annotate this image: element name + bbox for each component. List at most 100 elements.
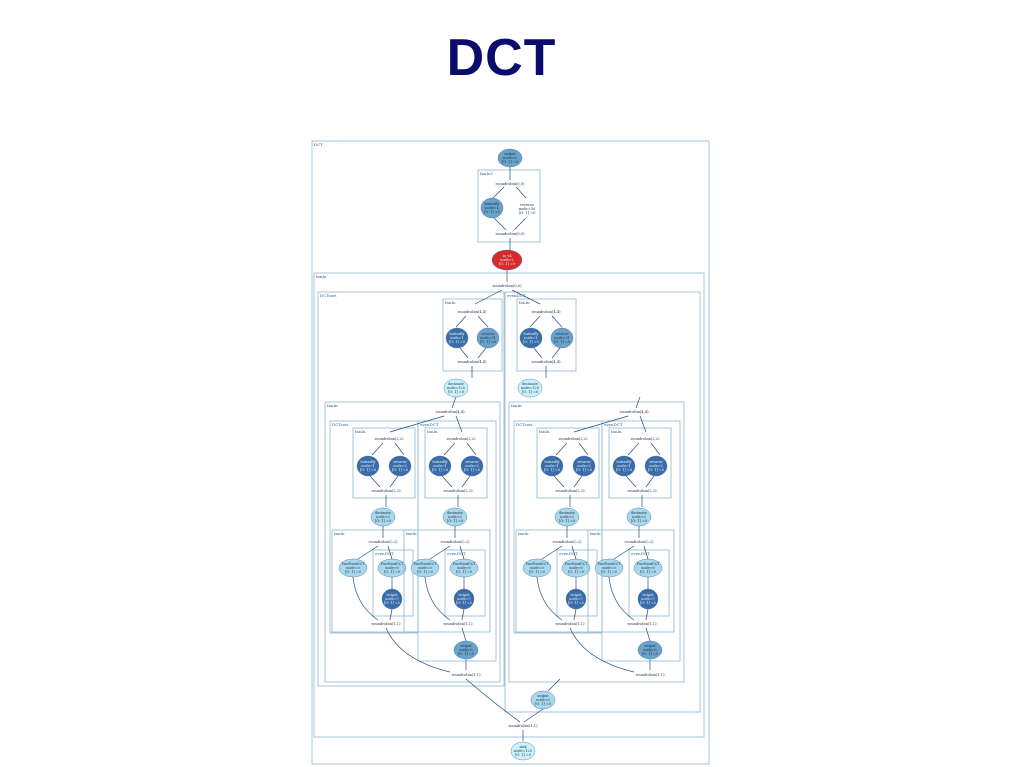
node-rev-l: [476, 327, 500, 349]
edge-q8-r2: [643, 545, 649, 560]
edge-split-r: [511, 289, 541, 305]
node-sink-text-1: node=120: [514, 749, 532, 753]
edge-q8-l1: [387, 545, 393, 560]
edge-h2-r: [551, 315, 563, 328]
frame-qe-l1: [372, 549, 414, 617]
frame-dctsort-left-label: DCTsort: [320, 293, 337, 298]
label-rr11-l1: roundrobin(1,1): [372, 622, 402, 626]
node-leaf-a-l2-text-0: TwoPointDCT: [413, 562, 437, 566]
label-rr22-a-l2: roundrobin(2,2): [447, 437, 477, 441]
node-qout-l2-text-1: node=7: [457, 597, 470, 601]
node-leaf-b-l1-text-1: node=0: [385, 566, 398, 570]
node-mid-l-text-2: [O: 1] =0: [458, 652, 474, 656]
edge-q7-r1: [541, 545, 563, 560]
edge-q7-l1: [357, 545, 379, 560]
edge-q2-r2: [650, 442, 661, 456]
node-qbf-r1-text-2: [O: 1] =0: [544, 468, 560, 472]
node-leaf-b-l1-text-0: TwoPointDCT: [380, 562, 404, 566]
frame-qq-l2: [403, 529, 491, 633]
node-qbf-l1-text-2: [O: 1] =0: [360, 468, 376, 472]
frame-qe-r1: [556, 549, 598, 617]
node-qdec-r1-text-2: [O: 1] =0: [559, 519, 575, 523]
edge-h3-l: [459, 347, 469, 359]
label-rr44-a-l: roundrobin(4,4): [458, 310, 488, 314]
node-qrev-r2-text-0: reverse: [650, 460, 663, 464]
frame-fanin-r: [516, 298, 577, 372]
node-rev-l-text-1: node=31: [480, 336, 496, 340]
label-rr44-b-l: roundrobin(4,4): [458, 360, 488, 364]
node-qbf-l2-text-0: butterfly: [433, 460, 448, 464]
node-qbf-l2: [428, 455, 452, 477]
node-output-bottom-text-0: output: [537, 694, 549, 698]
node-qout-r2-text-0: output: [642, 593, 654, 597]
label-rr22-c-r1: roundrobin(2,2): [553, 540, 583, 544]
node-leaf-a-l1-text-0: TwoPointDCT: [341, 562, 365, 566]
node-rev-l-text-0: reverse: [482, 332, 495, 336]
label-rr00-c: roundrobin(0,0): [493, 284, 523, 288]
node-dec-r-text-0: decimate: [522, 382, 538, 386]
label-rr22-b-l1: roundrobin(2,2): [372, 489, 402, 493]
edge-s3-r: [645, 627, 651, 642]
frame-qq-r1: [515, 529, 603, 633]
frame-even-r-label: evenDCT: [604, 422, 623, 427]
edge-q7-l2: [429, 545, 451, 560]
frame-q-r1: [536, 427, 600, 499]
node-qout-r1-text-1: node=7: [569, 597, 582, 601]
label-reverse-1: node=30: [519, 207, 536, 211]
edge-q11-l2: [461, 608, 465, 621]
label-rr22-c-l1: roundrobin(2,2): [369, 540, 399, 544]
node-output-top-text-0: output: [504, 152, 516, 156]
node-qbf-l1: [356, 455, 380, 477]
edge-s1-r: [573, 415, 629, 433]
node-leaf-a-r1-text-0: TwoPointDCT: [525, 562, 549, 566]
frame-dcts-r-label: DCTsort: [516, 422, 533, 427]
edge-q1-l1: [371, 442, 384, 456]
edge-b1: [465, 678, 521, 723]
node-butterfly-text-0: butterfly: [485, 202, 500, 206]
node-mid-r-text-1: node=0: [643, 648, 656, 652]
node-leaf-a-r2-text-2: [O: 1] =0: [601, 570, 617, 574]
frame-qe-r2: [628, 549, 670, 617]
frame-fanin-l: [442, 298, 503, 372]
node-bf-r: [519, 327, 543, 349]
node-bf-l-text-2: [O: 1] =0: [449, 340, 465, 344]
label-rr44-s-l: roundrobin(4,4): [436, 410, 466, 414]
edge-q4-l1: [389, 475, 399, 488]
edge-top-4: [493, 217, 507, 231]
node-output-top-text-2: [O: 1] =0: [502, 160, 518, 164]
node-sink: [510, 741, 536, 761]
frame-q-l2-label: fanIn: [427, 429, 438, 434]
edge-s2-l: [455, 415, 463, 433]
node-qdec-r1-text-1: node=0: [560, 515, 573, 519]
edge-top-3: [515, 186, 527, 199]
node-output-bottom-text-1: node=0: [536, 698, 549, 702]
node-qdec-l2-text-0: decimate: [447, 511, 463, 515]
node-red-text-0: in_v4: [502, 254, 511, 258]
node-qrev-r2-text-2: [O: 1] =0: [648, 468, 664, 472]
frame-sort-l-label: fanIn: [327, 403, 338, 408]
node-qout-l2-text-0: output: [458, 593, 470, 597]
node-qrev-r1-text-0: reverse: [578, 460, 591, 464]
edge-h1-r: [529, 315, 541, 328]
frame-q-r2-label: fanIn: [611, 429, 622, 434]
edge-s4-l: [385, 627, 451, 673]
edge-q8-l2: [459, 545, 465, 560]
label-reverse-2: [O: 1] =0: [519, 211, 537, 215]
label-rr11-r2: roundrobin(1,1): [628, 622, 658, 626]
label-rr22-b-l2: roundrobin(2,2): [444, 489, 474, 493]
node-leaf-b-l1-text-2: [O: 1] =0: [384, 570, 400, 574]
frame-fanin-top-label: fanIn1: [480, 171, 493, 176]
node-red-text-1: node=2: [500, 258, 513, 262]
edge-h3-r: [533, 347, 543, 359]
frame-qq-l2-label: fanIn: [406, 531, 417, 536]
node-qout-l1-text-1: node=7: [385, 597, 398, 601]
node-rev-r-text-2: [O: 1] =0: [554, 340, 570, 344]
node-leaf-a-l2-text-1: node=0: [418, 566, 431, 570]
frame-evendct-right: [504, 291, 701, 713]
node-output-bottom-text-2: [O: 1] =0: [535, 702, 551, 706]
node-qdec-l1-text-0: decimate: [375, 511, 391, 515]
edge-s3-l: [461, 627, 467, 642]
edge-q8-r1: [571, 545, 577, 560]
node-sink-text-2: [O: 1] =0: [515, 753, 531, 757]
frame-qq-l1-label: fanIn: [334, 531, 345, 536]
